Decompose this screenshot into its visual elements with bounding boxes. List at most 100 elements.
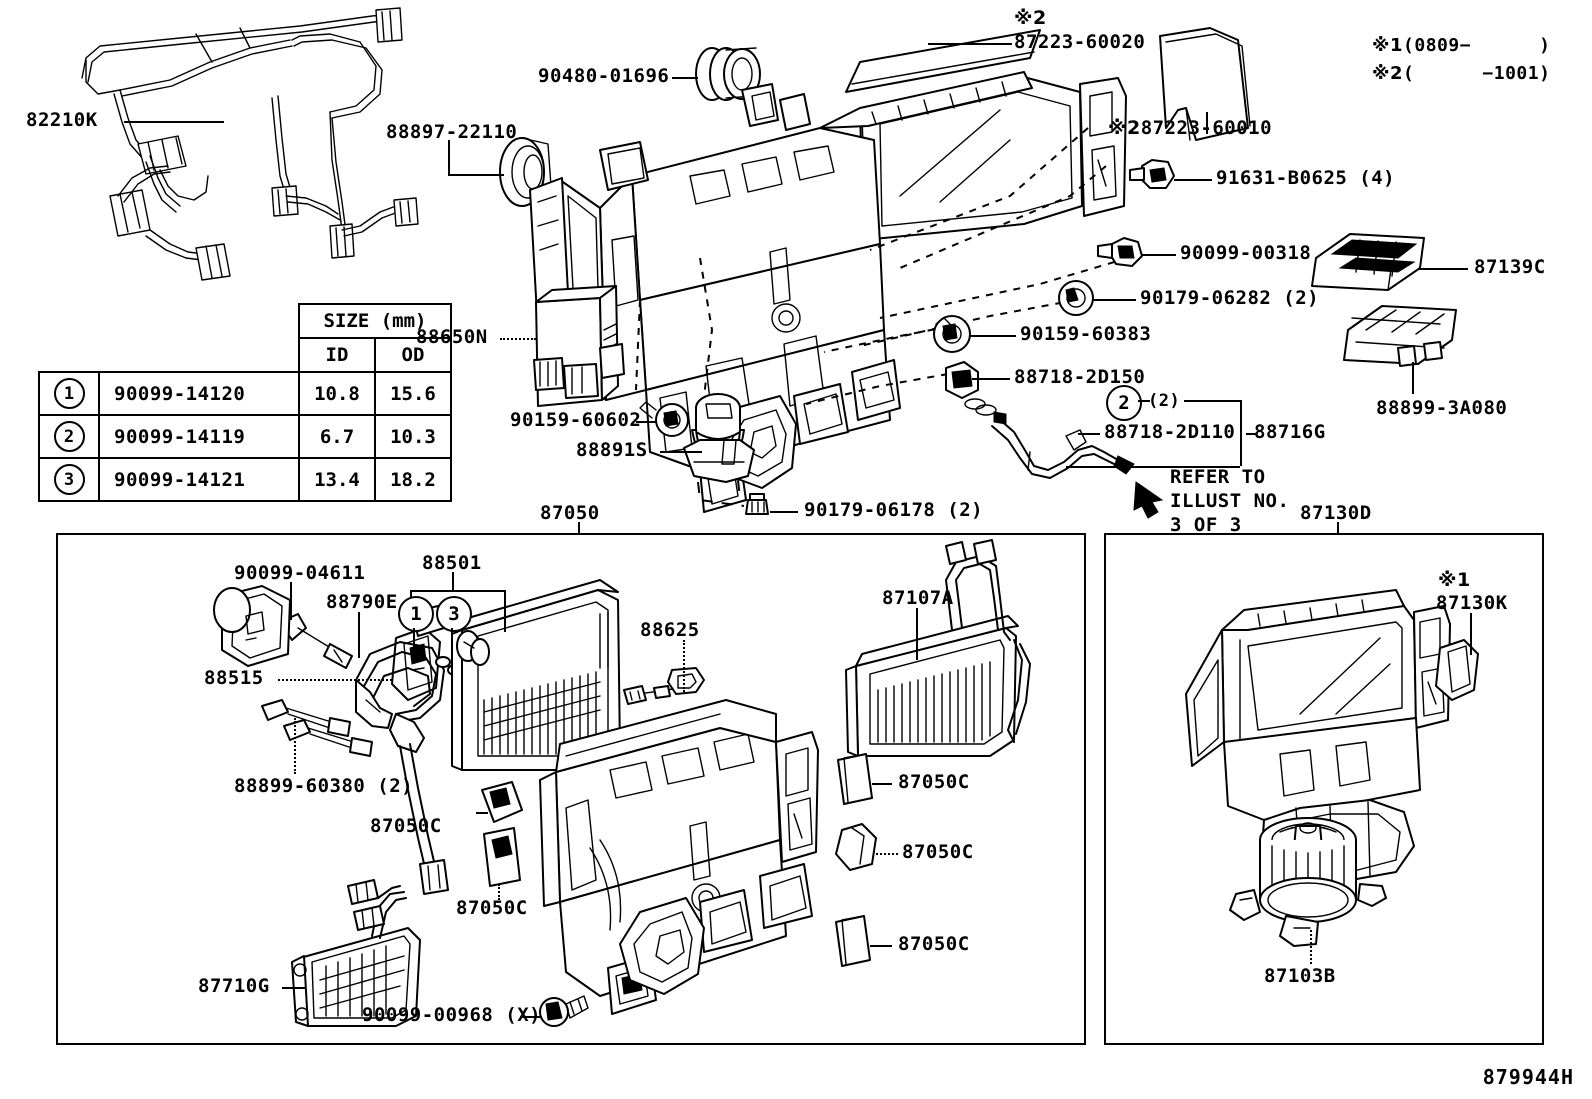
bolt-88899-60380-art bbox=[262, 700, 372, 756]
leader-87223-60010 bbox=[1206, 112, 1208, 134]
leader-87139C bbox=[1418, 268, 1468, 270]
leader-88899-60380 bbox=[294, 718, 296, 774]
label-87050C-d: 87050C bbox=[370, 815, 442, 837]
leader-90099-00318 bbox=[1142, 254, 1176, 256]
leader-88716G-bottom bbox=[1066, 466, 1240, 468]
label-88625: 88625 bbox=[640, 619, 700, 641]
seal-87050C-d-art bbox=[482, 782, 522, 822]
label-88891S: 88891S bbox=[576, 439, 648, 461]
thermistor-88625-art bbox=[624, 668, 704, 704]
leader-90159-60383 bbox=[970, 335, 1016, 337]
label-87103B: 87103B bbox=[1264, 965, 1336, 987]
heater-core-87107A-art bbox=[846, 540, 1030, 756]
label-88650N: 88650N bbox=[416, 326, 488, 348]
index-circle-2: 2 bbox=[1106, 385, 1142, 421]
leader-88501-h bbox=[410, 590, 506, 592]
leader-87050C-b bbox=[876, 853, 898, 855]
label-88515: 88515 bbox=[204, 667, 264, 689]
index-circle: 1 bbox=[53, 378, 85, 409]
filter-case-88899-art bbox=[1344, 306, 1456, 366]
nut-90179-06178-art bbox=[698, 480, 768, 514]
label-87050C-c: 87050C bbox=[898, 933, 970, 955]
wire-harness-art bbox=[82, 8, 418, 280]
leader-88718-2D110-left bbox=[1078, 433, 1100, 435]
seal-87050C-b-art bbox=[836, 824, 876, 870]
hose-88716G-art bbox=[946, 362, 1134, 478]
label-90179-06282: 90179-06282 (2) bbox=[1140, 287, 1320, 309]
label-82210K: 82210K bbox=[26, 109, 98, 131]
label-88718-2D150: 88718-2D150 bbox=[1014, 366, 1146, 388]
bolt-91631-art bbox=[1130, 160, 1174, 188]
ptc-heater-87710G-art bbox=[292, 880, 420, 1026]
size-table-header-od: OD bbox=[374, 337, 452, 373]
leader-88790E-v bbox=[358, 612, 360, 658]
leader-87050C-c bbox=[870, 945, 892, 947]
damper-87130K-art bbox=[1436, 640, 1478, 700]
refer-note-line2: ILLUST NO. bbox=[1170, 490, 1290, 512]
leader-87050C-d bbox=[476, 812, 488, 814]
cover-87223-60010-art bbox=[1160, 28, 1250, 140]
size-table: SIZE (mm) ID OD 1 90099-14120 10.8 15.6 … bbox=[38, 303, 452, 502]
label-87050C-e: 87050C bbox=[456, 897, 528, 919]
seal-87050C-e-art bbox=[484, 828, 520, 886]
hvac-case-lower-art bbox=[540, 700, 818, 1014]
label-87139C: 87139C bbox=[1474, 256, 1546, 278]
size-table-od: 10.3 bbox=[374, 414, 452, 459]
servo-88891S-art bbox=[684, 394, 754, 482]
refer-note-line1: REFER TO bbox=[1170, 466, 1266, 488]
amplifier-88650N-art bbox=[534, 286, 624, 406]
label-88899-3A080: 88899-3A080 bbox=[1376, 397, 1508, 419]
leader-87050 bbox=[578, 522, 580, 534]
reference-mark-2-icon: ※2 bbox=[1014, 7, 1047, 29]
blower-motor-87103B-art bbox=[1230, 818, 1386, 946]
label-87050C-a: 87050C bbox=[898, 771, 970, 793]
leader-hose-qty-dash bbox=[1138, 400, 1150, 402]
leader-88650N bbox=[500, 338, 536, 340]
label-87107A: 87107A bbox=[882, 587, 954, 609]
label-90159-60383: 90159-60383 bbox=[1020, 323, 1152, 345]
label-87130K: 87130K bbox=[1436, 592, 1508, 614]
leader-87103B bbox=[1310, 930, 1312, 964]
drawing-code: 879944H bbox=[1482, 1065, 1574, 1089]
size-table-part-no: 90099-14121 bbox=[98, 457, 300, 502]
leader-88625 bbox=[683, 640, 685, 692]
size-table-id: 13.4 bbox=[298, 457, 376, 502]
label-90099-00968: 90099-00968 (X) bbox=[362, 1004, 542, 1026]
filter-87139C-art bbox=[1312, 234, 1424, 290]
leader-90099-04611 bbox=[290, 582, 292, 620]
size-table-part-no: 90099-14120 bbox=[98, 371, 300, 416]
tube-88790E-art bbox=[356, 642, 448, 894]
size-table-id: 10.8 bbox=[298, 371, 376, 416]
leader-90179-06178 bbox=[770, 511, 798, 513]
label-88899-60380: 88899-60380 (2) bbox=[234, 775, 414, 797]
leader-87130D bbox=[1337, 522, 1339, 534]
screw-90159-60602-art bbox=[640, 402, 688, 436]
leader-88501-right-v bbox=[504, 590, 506, 632]
leader-88501-v bbox=[452, 572, 454, 590]
size-table-row: 3 90099-14121 13.4 18.2 bbox=[38, 457, 452, 502]
label-91631-B0625: 91631-B0625 (4) bbox=[1216, 167, 1396, 189]
nut-90179-06282-art bbox=[1059, 281, 1093, 315]
leader-82210K bbox=[124, 121, 224, 123]
label-88897-22110: 88897-22110 bbox=[386, 121, 518, 143]
bolt-90099-00318-art bbox=[1098, 238, 1142, 266]
reference-mark-2-icon: ※2 bbox=[1108, 117, 1141, 139]
leader-oring1-v bbox=[413, 628, 415, 660]
size-table-part-no: 90099-14119 bbox=[98, 414, 300, 459]
leader-88897-v bbox=[448, 140, 450, 176]
refer-note-line3: 3 OF 3 bbox=[1170, 514, 1242, 536]
grommet-90480-art bbox=[696, 48, 760, 100]
size-table-row: 2 90099-14119 6.7 10.3 bbox=[38, 414, 452, 459]
leader-88718-2D150 bbox=[972, 378, 1010, 380]
label-88718-2D110: 88718-2D110 bbox=[1104, 421, 1236, 443]
refer-arrow bbox=[1134, 482, 1162, 518]
index-circle-1: 1 bbox=[398, 596, 434, 632]
index-circle: 3 bbox=[53, 464, 85, 495]
label-87130D: 87130D bbox=[1300, 502, 1372, 524]
leader-91631 bbox=[1174, 179, 1212, 181]
reference-mark-1-icon: ※1 bbox=[1372, 35, 1404, 56]
panel-cooling-unit bbox=[56, 533, 1086, 1045]
label-87223-60020-mark: ※2 bbox=[1014, 7, 1047, 30]
